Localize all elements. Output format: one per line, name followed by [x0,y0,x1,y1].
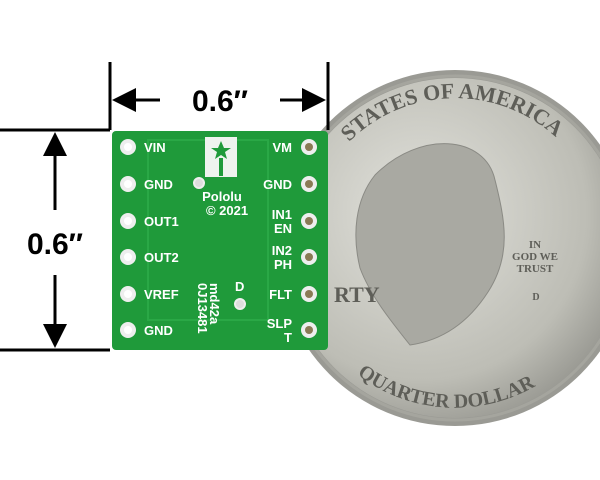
left-pin-label: VREF [144,287,179,302]
width-dimension [108,62,330,130]
washington-profile [355,143,505,346]
right-pin-label: GND [263,177,292,192]
right-pin-label: EN [274,221,292,236]
right-pin-hole [305,290,313,298]
left-pin-hole [124,290,132,298]
right-pin-hole [305,180,313,188]
coin-mint-mark: D [532,292,539,303]
height-dimension [0,128,110,352]
left-pin-hole [124,217,132,225]
board-marker: D [235,279,244,294]
coin-liberty: RTY [334,282,380,307]
left-pin-hole [124,253,132,261]
left-pin-hole [124,180,132,188]
right-pin-hole [305,253,313,261]
board-copyright: © 2021 [206,203,248,218]
width-label: 0.6″ [192,85,248,118]
right-pin-label: SLP [267,316,293,331]
left-pin-hole [124,326,132,334]
right-pin-label: PH [274,257,292,272]
coin-motto-2: GOD WE [512,251,558,263]
left-pin-label: VIN [144,140,166,155]
left-pin-label: GND [144,323,173,338]
coin-motto-1: IN [529,239,541,251]
right-pin-hole [305,217,313,225]
right-pin-label: FLT [269,287,292,302]
coin-motto-3: TRUST [517,263,554,275]
left-pin-label: OUT2 [144,250,179,265]
board-part-code-2: 0J13481 [195,283,210,334]
right-pin-label: T [284,330,292,345]
height-label: 0.6″ [27,228,83,261]
right-pin-hole [305,326,313,334]
left-pin-label: OUT1 [144,214,179,229]
quarter-coin: STATES OF AMERICA QUARTER DOLLAR RTY IN … [277,70,600,426]
right-pin-hole [305,143,313,151]
right-pin-label: IN2 [272,243,292,258]
right-pin-label: VM [273,140,293,155]
board-logo-text: Pololu [202,189,242,204]
right-pin-label: IN1 [272,207,292,222]
pcb-board: Pololu © 2021 md42a 0J13481 D [112,131,328,350]
board-part-code-1: md42a [207,283,222,325]
left-pin-hole [124,143,132,151]
left-pin-label: GND [144,177,173,192]
